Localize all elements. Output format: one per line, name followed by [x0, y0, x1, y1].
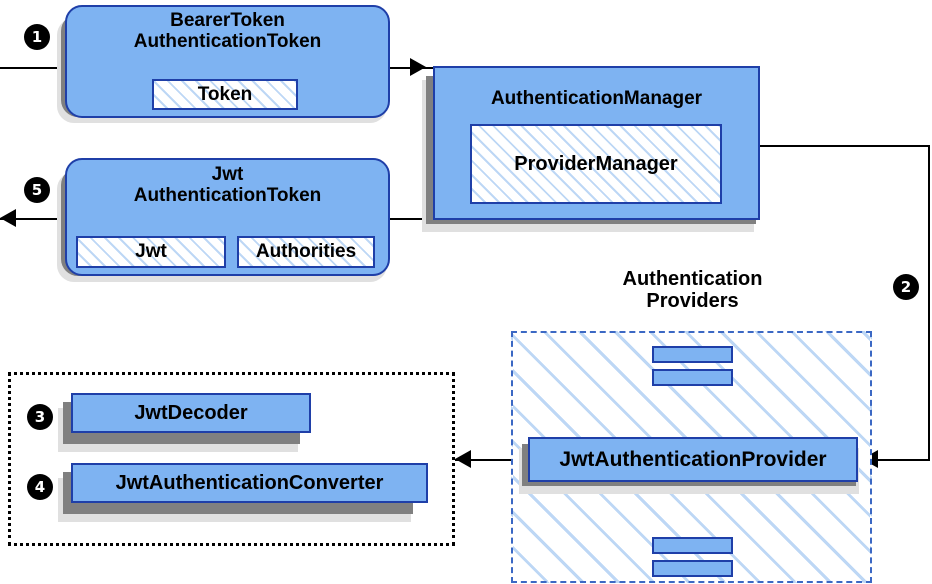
jwt-authentication-converter-box[interactable]: JwtAuthenticationConverter	[71, 463, 428, 503]
bearer-token-title-line1: BearerToken	[170, 10, 285, 31]
other-provider-bar-top-2[interactable]	[652, 369, 733, 386]
step-marker-4-label: 4	[34, 477, 46, 496]
connector-right-down	[928, 145, 930, 460]
authentication-manager-title: AuthenticationManager	[438, 88, 755, 109]
bearer-token-title: BearerToken AuthenticationToken	[70, 10, 385, 53]
jwt-authentication-converter-label: JwtAuthenticationConverter	[115, 471, 384, 494]
provider-manager-box[interactable]: ProviderManager	[470, 124, 722, 204]
step-marker-5-label: 5	[31, 180, 43, 199]
step-marker-5: 5	[24, 177, 50, 203]
provider-manager-label: ProviderManager	[514, 152, 678, 175]
jwt-decoder-box[interactable]: JwtDecoder	[71, 393, 311, 433]
bearer-token-inner-token-box[interactable]: Token	[152, 79, 298, 110]
step-marker-3: 3	[27, 404, 53, 430]
step-marker-2: 2	[893, 274, 919, 300]
jwt-token-inner-authorities-box[interactable]: Authorities	[237, 236, 375, 268]
arrowhead-jwt-token-out	[0, 209, 16, 227]
other-provider-bar-bottom-2[interactable]	[652, 560, 733, 577]
step-marker-3-label: 3	[34, 407, 46, 426]
jwt-decoder-label: JwtDecoder	[134, 401, 248, 424]
jwt-authentication-provider-label: JwtAuthenticationProvider	[559, 447, 827, 471]
connector-into-provider	[862, 459, 930, 461]
other-provider-bar-top-1[interactable]	[652, 346, 733, 363]
arrowhead-bearer-to-manager	[410, 58, 426, 76]
step-marker-1-label: 1	[31, 27, 43, 46]
jwt-token-inner-jwt-box[interactable]: Jwt	[76, 236, 226, 268]
jwt-token-title-line2: AuthenticationToken	[133, 185, 322, 207]
connector-request-in	[0, 67, 70, 69]
providers-caption-line2: Providers	[646, 290, 739, 313]
jwt-token-title: Jwt AuthenticationToken	[70, 164, 385, 207]
arrowhead-provider-to-support	[455, 450, 471, 468]
jwt-token-inner-authorities-label: Authorities	[255, 241, 357, 262]
connector-jwt-token-out	[0, 218, 70, 220]
jwt-token-inner-jwt-label: Jwt	[135, 241, 167, 262]
jwt-authentication-provider-box[interactable]: JwtAuthenticationProvider	[528, 437, 858, 482]
other-provider-bar-bottom-1[interactable]	[652, 537, 733, 554]
bearer-token-title-line2: AuthenticationToken	[133, 31, 322, 53]
connector-provider-to-support	[455, 459, 530, 461]
jwt-token-title-line1: Jwt	[211, 164, 244, 185]
step-marker-4: 4	[27, 474, 53, 500]
providers-caption-line1: Authentication	[622, 268, 763, 290]
bearer-token-inner-token-label: Token	[197, 83, 253, 105]
connector-manager-to-jwt-token	[386, 218, 436, 220]
authentication-providers-caption: Authentication Providers	[565, 268, 820, 313]
connector-manager-right	[758, 145, 930, 147]
step-marker-2-label: 2	[900, 277, 912, 296]
step-marker-1: 1	[24, 24, 50, 50]
authentication-manager-title-text: AuthenticationManager	[490, 88, 703, 109]
jwt-support-container	[8, 372, 455, 546]
